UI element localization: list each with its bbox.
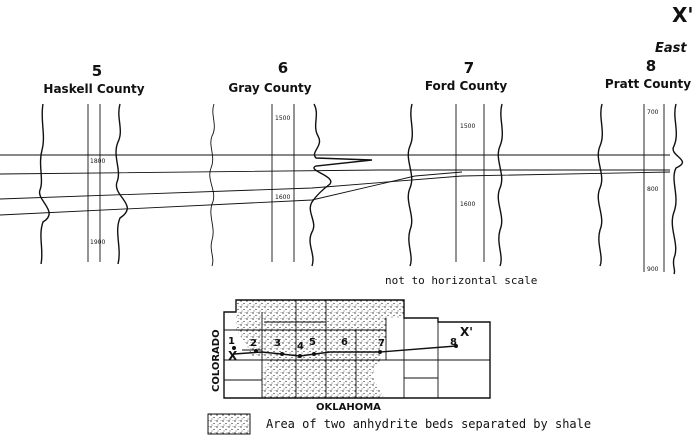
well-1-dot (232, 346, 236, 350)
state-oklahoma: OKLAHOMA (316, 402, 381, 413)
index-map: 1 2 3 4 5 6 7 8 X X' COLORADO OKLAHOMA (211, 299, 491, 413)
well-5-county: Haskell County (43, 82, 144, 96)
kansas-outline (223, 299, 491, 399)
legend-text: Area of two anhydrite beds separated by … (266, 417, 591, 431)
map-well-5: 5 (309, 337, 316, 348)
direction-label: East (655, 41, 687, 56)
well-2-dot (254, 349, 258, 353)
well-7-log: 1500 1600 (407, 103, 503, 267)
well-7-left-curve (407, 103, 413, 267)
well-5-depth-1900: 1900 (90, 239, 105, 246)
well-8-depth-700: 700 (647, 109, 659, 116)
map-well-3: 3 (274, 338, 281, 349)
well-5-dot (312, 352, 316, 356)
well-7-depth-1500: 1500 (460, 123, 475, 130)
well-7-number: 7 (464, 59, 474, 77)
well-8-depth-900: 900 (647, 266, 659, 273)
well-6-depth-1500: 1500 (275, 115, 290, 122)
well-8-number: 8 (646, 57, 656, 75)
legend: Area of two anhydrite beds separated by … (207, 413, 591, 435)
well-4-dot (298, 354, 302, 358)
well-3-dot (280, 352, 284, 356)
state-colorado: COLORADO (211, 329, 222, 392)
well-5-left-curve (38, 103, 50, 265)
map-well-8: 8 (450, 337, 457, 348)
well-8-log: 700 800 900 (597, 103, 684, 275)
well-7-dot (378, 350, 382, 354)
correlation-upper-bed-line (0, 169, 670, 175)
well-7-county: Ford County (425, 79, 508, 93)
well-6-right-curve (309, 103, 373, 267)
map-well-7: 7 (378, 338, 385, 349)
well-6-left-curve (209, 103, 215, 267)
well-8-depth-800: 800 (647, 186, 659, 193)
well-5-right-curve (115, 103, 128, 265)
well-6-log: 1500 1600 (209, 103, 373, 267)
well-6-number: 6 (278, 59, 288, 77)
well-5-number: 5 (92, 62, 102, 80)
well-7-right-curve (497, 103, 503, 267)
well-8-left-curve (597, 103, 603, 267)
horizontal-scale-note: not to horizontal scale (385, 274, 537, 287)
map-well-4: 4 (297, 341, 304, 352)
map-well-6: 6 (341, 337, 348, 348)
anhydrite-area-stipple (236, 300, 404, 398)
correlation-base-line (0, 171, 463, 216)
well-6-depth-1600: 1600 (275, 194, 290, 201)
map-start-label: X (228, 349, 238, 363)
map-well-2: 2 (250, 338, 257, 349)
well-6-county: Gray County (228, 81, 311, 95)
map-well-1: 1 (228, 336, 235, 347)
correlation-lines (0, 154, 671, 216)
well-5-depth-1800: 1800 (90, 158, 105, 165)
well-8-county: Pratt County (605, 77, 691, 91)
well-8-dot (454, 344, 458, 348)
correlation-lower-bed-line (0, 171, 671, 200)
well-8-right-curve (671, 103, 684, 275)
well-5-log: 1800 1900 (38, 103, 128, 265)
map-end-label: X' (460, 325, 473, 339)
legend-stipple-swatch (207, 413, 251, 435)
section-end-label: X' (672, 3, 694, 27)
well-7-depth-1600: 1600 (460, 201, 475, 208)
county-grid (224, 300, 490, 398)
